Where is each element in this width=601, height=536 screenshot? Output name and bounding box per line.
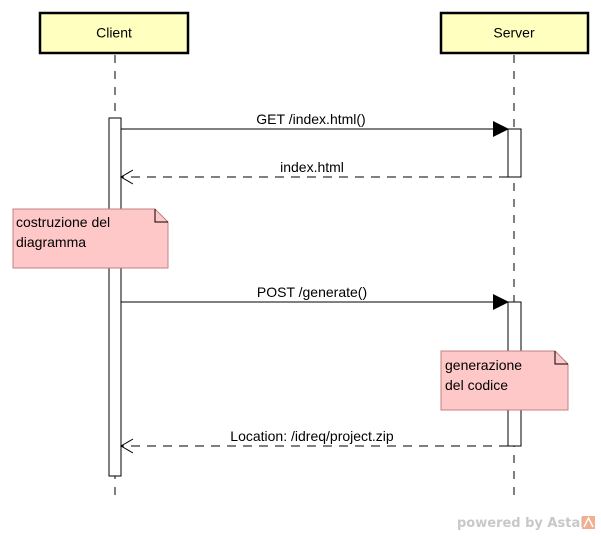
astah-logo-glyph xyxy=(583,516,594,528)
open-arrow-icon xyxy=(120,438,134,454)
note-generazione-box xyxy=(440,350,569,411)
participant-client-box xyxy=(38,11,190,55)
note-costruzione[interactable]: costruzione del diagramma xyxy=(12,208,169,269)
note-generazione-line-1: generazione xyxy=(445,357,522,373)
participant-server-label: Server xyxy=(493,25,535,41)
open-arrow-icon xyxy=(120,169,134,185)
note-costruzione-line-1: costruzione del xyxy=(16,214,110,230)
astah-watermark: powered by Astah xyxy=(457,516,595,531)
message-get-index[interactable]: GET /index.html() xyxy=(121,111,509,137)
message-get-index-label: GET /index.html() xyxy=(256,111,365,127)
server-activation-bar-1 xyxy=(507,128,522,178)
note-fold-icon xyxy=(554,351,568,365)
note-costruzione-box xyxy=(12,208,169,269)
participant-client-label: Client xyxy=(96,25,132,41)
note-generazione-line-2: del codice xyxy=(445,377,508,393)
note-fold-icon xyxy=(154,209,168,223)
message-return-index-label: index.html xyxy=(280,159,344,175)
participant-server-box xyxy=(439,11,590,55)
message-return-location[interactable]: Location: /idreq/project.zip xyxy=(120,428,508,454)
message-post-generate[interactable]: POST /generate() xyxy=(121,284,509,310)
message-return-index[interactable]: index.html xyxy=(120,159,508,185)
participant-client[interactable]: Client xyxy=(38,11,190,55)
client-activation-bar xyxy=(108,117,122,477)
watermark-text: powered by Astah xyxy=(457,516,589,531)
message-post-generate-label: POST /generate() xyxy=(257,284,367,300)
participant-server[interactable]: Server xyxy=(439,11,590,55)
note-generazione[interactable]: generazione del codice xyxy=(440,350,569,411)
note-costruzione-line-2: diagramma xyxy=(16,234,86,250)
message-return-location-label: Location: /idreq/project.zip xyxy=(230,428,394,444)
